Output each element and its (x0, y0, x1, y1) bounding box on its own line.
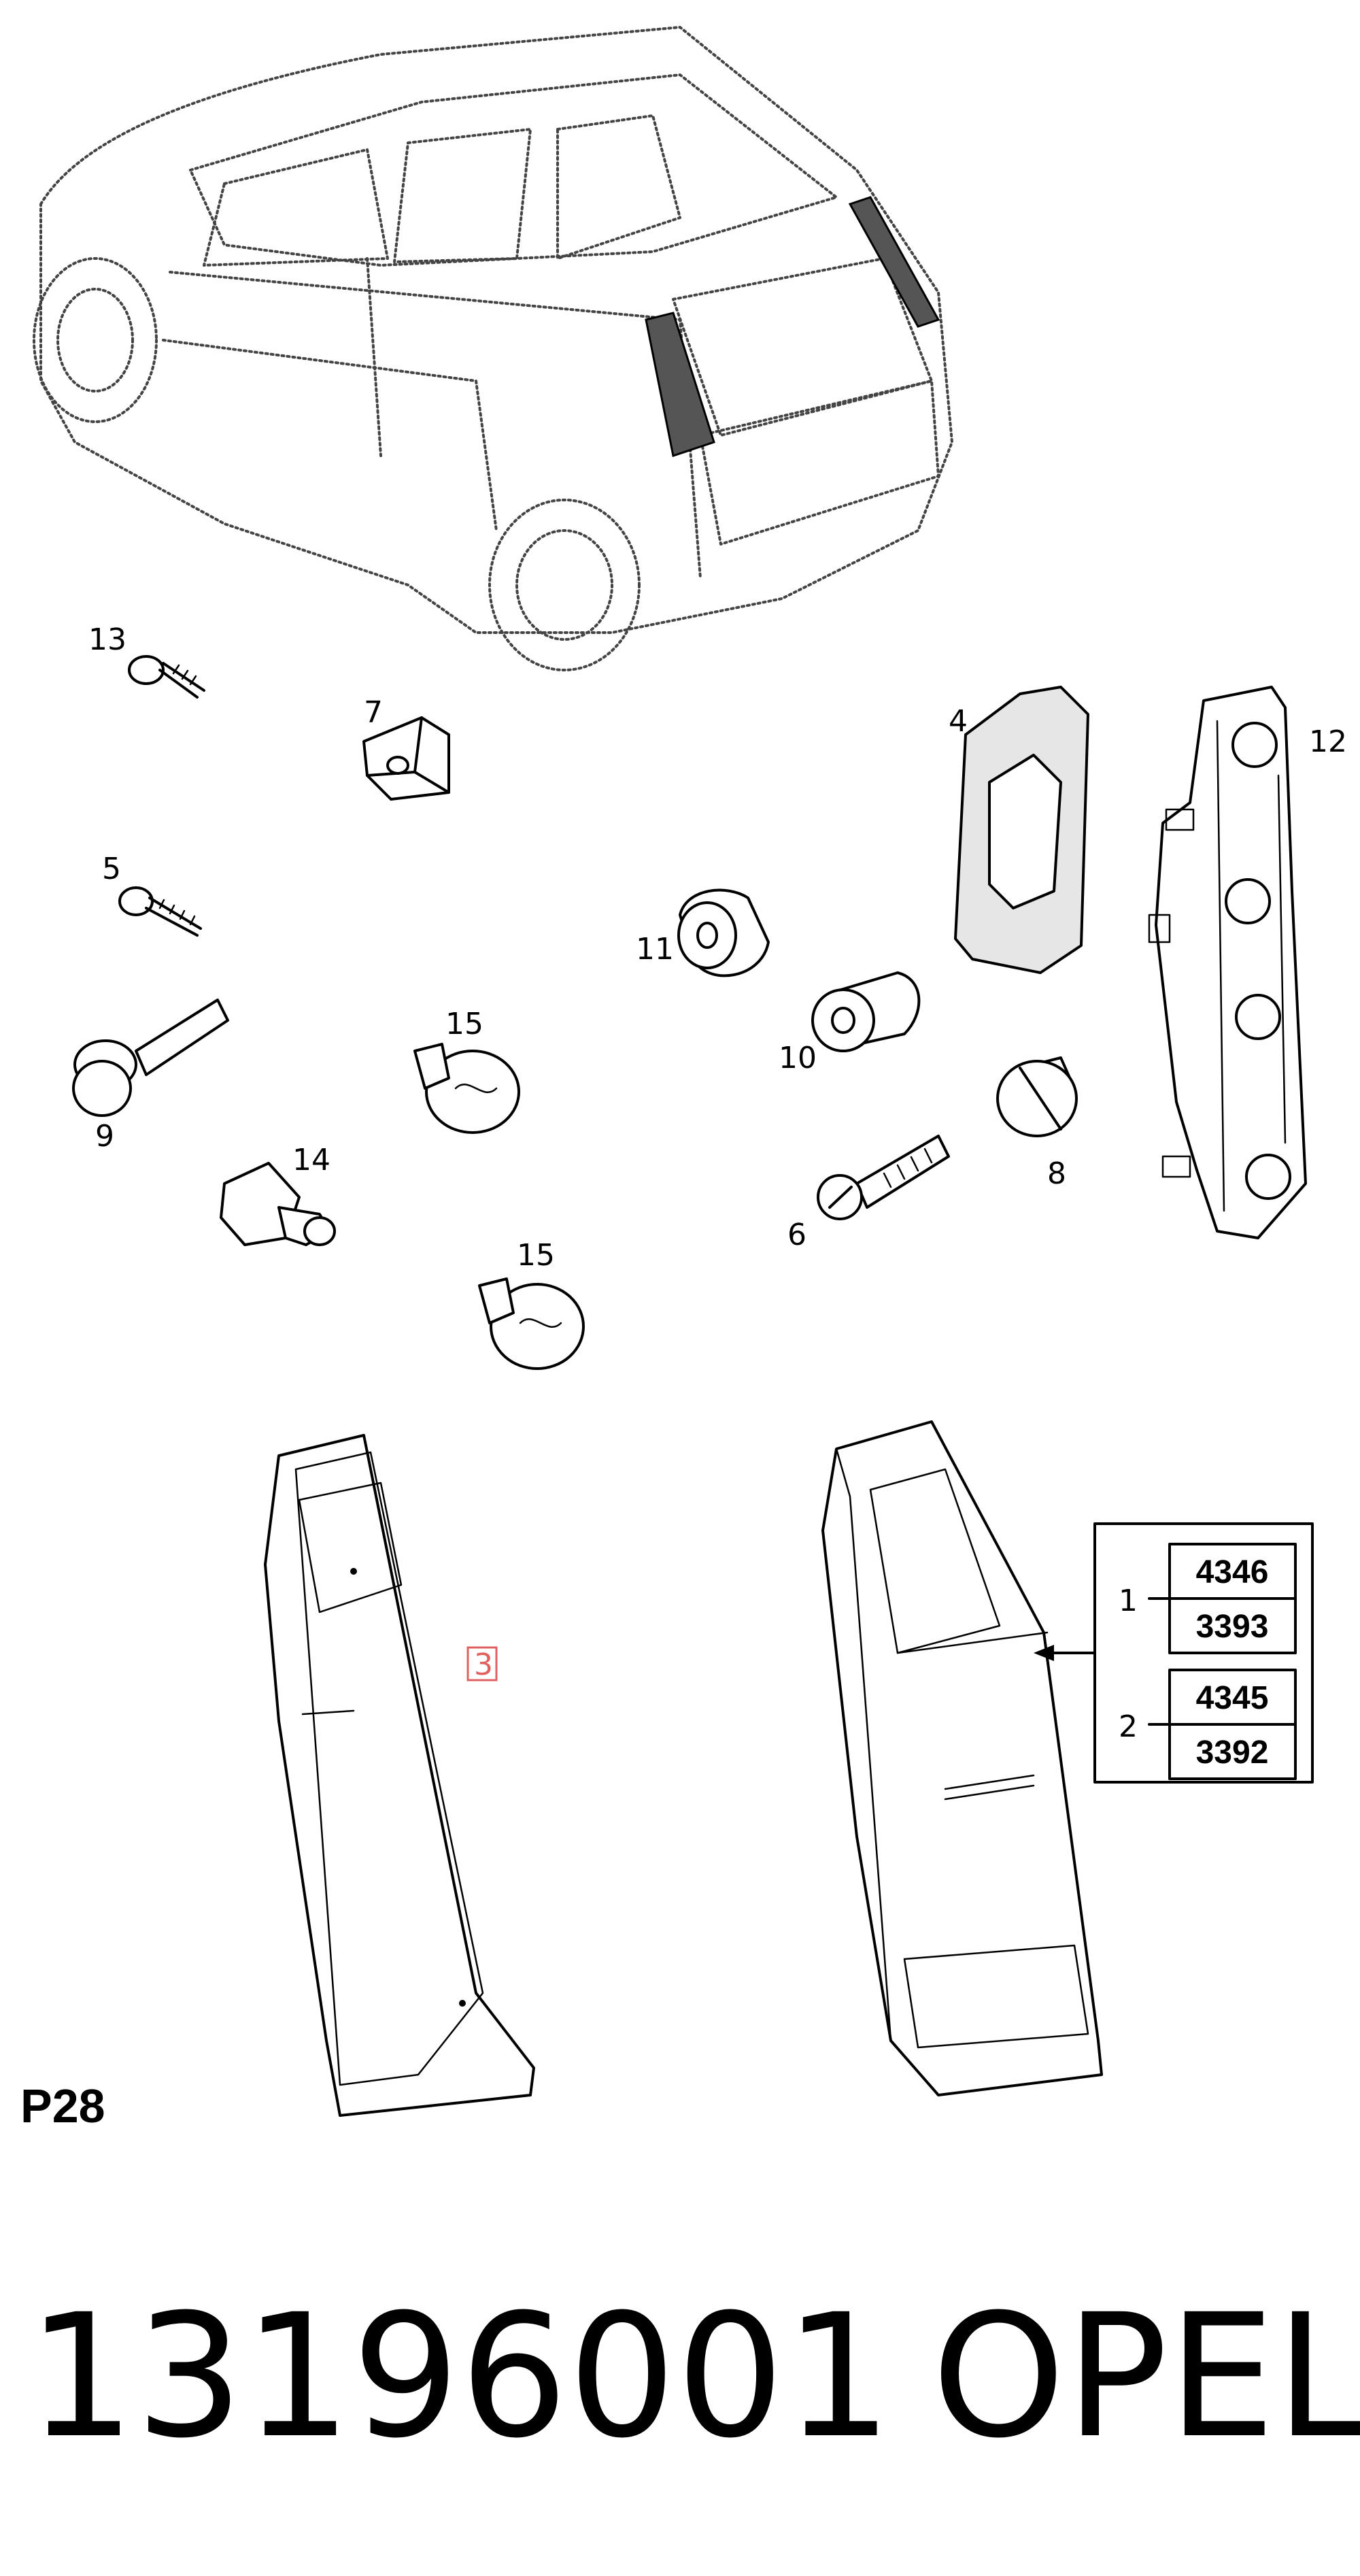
part-5-screw (118, 886, 202, 937)
callout-9: 9 (95, 1119, 114, 1154)
part-number: 13196001 (27, 2277, 892, 2475)
part-9-bolt (72, 999, 229, 1117)
variant-1-label: 1 (1119, 1584, 1138, 1618)
callout-8: 8 (1047, 1156, 1066, 1191)
part-11-grommet (677, 888, 770, 977)
callout-4: 4 (949, 704, 968, 739)
callout-13: 13 (88, 622, 126, 657)
part-3-tail-lamp (264, 1434, 535, 2117)
callout-3-box (466, 1646, 498, 1682)
variant-2-code-top: 4345 (1196, 1680, 1269, 1716)
part-12-bulb-holder (1148, 686, 1307, 1239)
variant-2-code-bottom: 3392 (1196, 1735, 1269, 1771)
part-15-bulb-upper (413, 1043, 520, 1134)
callout-15-lower: 15 (517, 1238, 555, 1273)
callout-10: 10 (779, 1041, 817, 1075)
variant-2-label: 2 (1119, 1709, 1138, 1744)
part-7-clip (362, 716, 450, 801)
callout-15-upper: 15 (445, 1007, 483, 1041)
part-14-socket (220, 1162, 336, 1246)
part-4-gasket (954, 686, 1089, 974)
callout-11: 11 (636, 932, 674, 967)
variant-1-code-top: 4346 (1196, 1554, 1269, 1590)
variant-table (1034, 1522, 1314, 1784)
tail-lamp-outer-view (821, 1420, 1103, 2096)
part-15-bulb-lower (478, 1277, 585, 1370)
callout-12: 12 (1309, 724, 1347, 759)
part-10-plug (811, 971, 921, 1052)
brand-name: OPEL (932, 2277, 1360, 2475)
car-illustration (33, 26, 953, 671)
part-8-fastener (996, 1056, 1078, 1137)
callout-3: 3 (474, 1647, 493, 1682)
callout-14: 14 (292, 1143, 330, 1177)
callout-7: 7 (364, 695, 383, 730)
callout-5: 5 (102, 852, 121, 886)
page-code: P28 (20, 2079, 105, 2132)
part-13-screw (128, 655, 205, 699)
variant-1-code-bottom: 3393 (1196, 1609, 1269, 1645)
part-6-screw (817, 1135, 950, 1220)
callout-6: 6 (787, 1218, 806, 1252)
